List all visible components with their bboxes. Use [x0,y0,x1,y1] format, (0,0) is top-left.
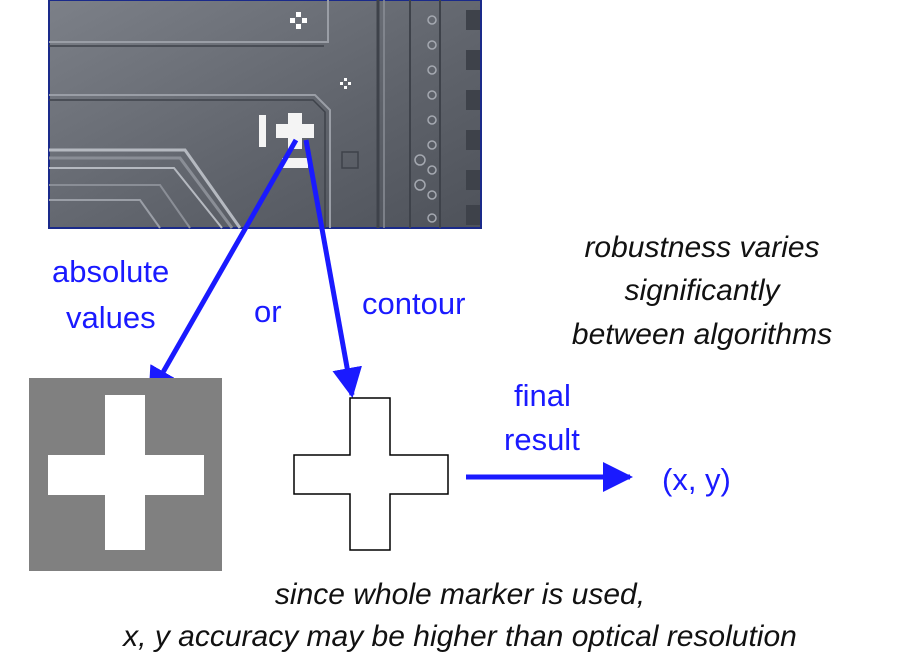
label-final-result-1: final [514,378,571,413]
label-absolute-values-1: absolute [52,254,169,289]
note-robustness-1: robustness varies [584,231,819,264]
label-xy: (x, y) [662,462,731,497]
label-or: or [254,294,282,329]
arrow-to-absolute [147,138,299,398]
label-absolute-values-2: values [66,300,156,335]
contour-marker [293,397,449,551]
note-robustness-2: significantly [624,274,781,307]
note-bottom-1: since whole marker is used, [275,578,645,611]
note-bottom-2: x, y accuracy may be higher than optical… [121,620,797,653]
note-robustness-3: between algorithms [572,318,832,351]
label-final-result-2: result [504,422,580,457]
arrow-to-contour [303,139,362,398]
marker-in-image [259,113,314,168]
binary-marker-image [29,378,222,571]
label-contour: contour [362,286,465,321]
